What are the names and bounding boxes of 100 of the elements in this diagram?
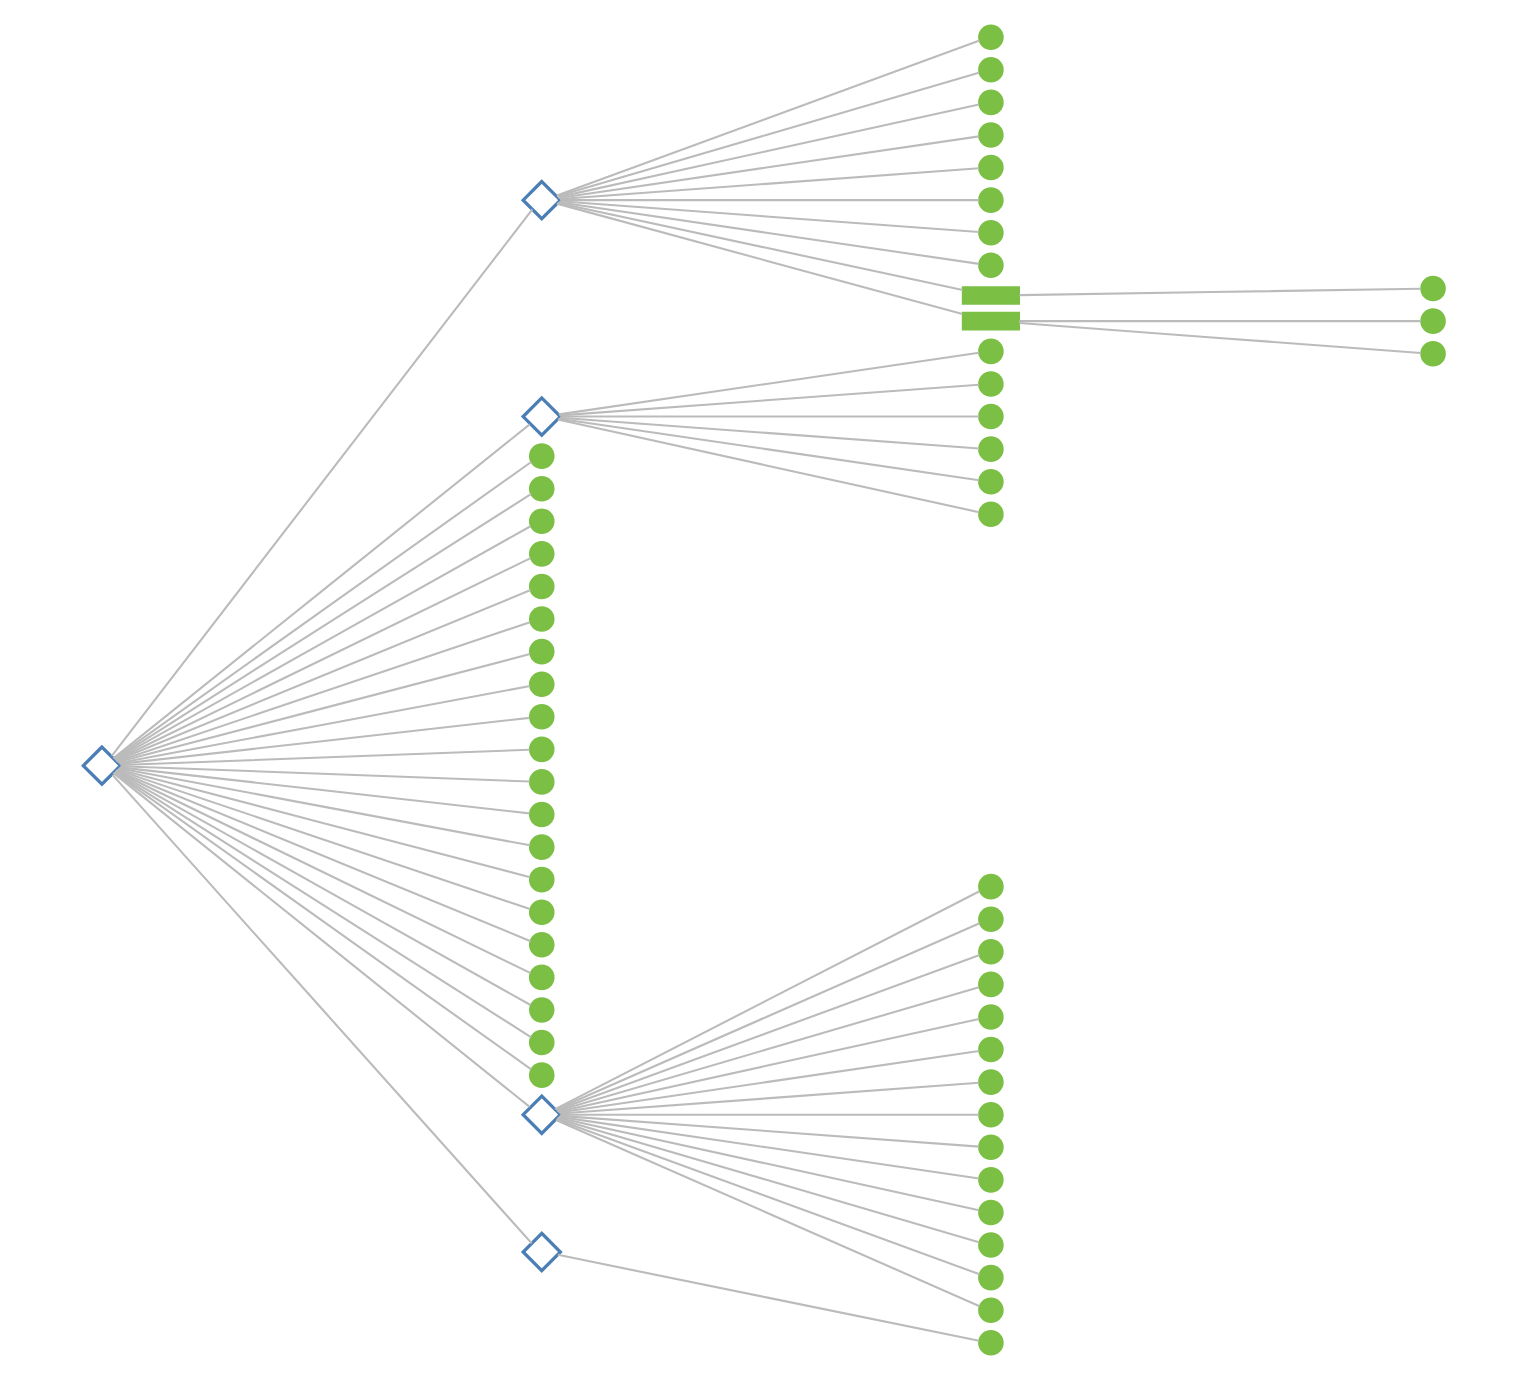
connector [555, 986, 979, 1112]
connector [110, 208, 533, 757]
connector [118, 716, 529, 765]
connector [115, 621, 530, 763]
node-circle [1419, 308, 1445, 334]
node-circle [527, 997, 554, 1023]
connector [555, 202, 962, 316]
node-circle [527, 1062, 554, 1088]
node-circle [977, 252, 1003, 279]
node-circle [1419, 275, 1445, 302]
connector [557, 1049, 979, 1114]
node-circle [977, 971, 1003, 998]
node-bar [960, 311, 1019, 331]
connector [119, 765, 529, 783]
connector [557, 417, 979, 482]
node-circle [527, 801, 554, 828]
connector [555, 1117, 979, 1244]
connector [556, 1018, 979, 1113]
connector [559, 1113, 979, 1116]
connector [1018, 320, 1420, 323]
connector [554, 922, 979, 1111]
node-circle [527, 443, 554, 469]
connector [555, 954, 979, 1111]
node-circle [977, 1329, 1003, 1356]
connector [116, 653, 530, 764]
node-circle [977, 906, 1003, 933]
node-circle [977, 436, 1003, 462]
connector [557, 201, 979, 265]
node-circle [977, 939, 1003, 965]
node-diamond [80, 744, 122, 787]
connector [559, 415, 979, 418]
node-circle [977, 187, 1003, 213]
node-circle [527, 899, 554, 926]
node-circle [527, 606, 554, 632]
node-circle [977, 1134, 1003, 1161]
node-circle [977, 403, 1003, 430]
node-circle [977, 1069, 1003, 1095]
connector [114, 589, 530, 762]
node-circle [977, 89, 1003, 116]
node-circle [977, 468, 1003, 495]
node-circle [977, 371, 1003, 397]
node-circle [527, 736, 554, 763]
connector [559, 199, 979, 202]
connector [556, 202, 962, 291]
node-circle [977, 1101, 1003, 1128]
node-diamond [519, 395, 562, 438]
connector [558, 1081, 979, 1115]
connector [117, 684, 530, 764]
connector [116, 768, 530, 879]
node-circle [527, 834, 554, 860]
node-circle [527, 638, 554, 665]
node-circle [527, 769, 554, 795]
node-circle [977, 24, 1003, 51]
node-circle [977, 501, 1003, 528]
connector [557, 351, 979, 416]
node-circle [527, 964, 554, 991]
node-circle [977, 1036, 1003, 1063]
connector [110, 774, 532, 1245]
connector [555, 1118, 979, 1276]
node-circle [977, 219, 1003, 246]
node-circle [527, 703, 554, 730]
connector [558, 200, 979, 234]
node-circle [977, 338, 1003, 365]
node-circle [977, 1297, 1003, 1323]
node-circle [977, 1232, 1003, 1258]
node-circle [527, 508, 554, 535]
node-circle [977, 873, 1003, 900]
connector [553, 890, 979, 1110]
node-circle [1419, 340, 1445, 367]
connector [558, 1114, 979, 1148]
node-circle [977, 154, 1003, 181]
connector [556, 103, 979, 199]
connector [555, 39, 979, 197]
connector [555, 71, 979, 198]
connector [117, 767, 530, 847]
connector [115, 768, 530, 911]
connector [558, 383, 979, 417]
node-circle [527, 475, 554, 502]
node-diamond [519, 179, 562, 222]
connector [119, 748, 529, 767]
connector [556, 418, 979, 514]
connector [1018, 287, 1420, 297]
connector [558, 416, 979, 450]
connector [556, 1253, 979, 1342]
connector [558, 167, 979, 200]
node-circle [977, 122, 1003, 148]
node-circle [527, 573, 554, 600]
connector [557, 135, 979, 199]
connector [1018, 322, 1420, 355]
node-circle [977, 1264, 1003, 1291]
node-circle [527, 932, 554, 958]
node-circle [977, 1199, 1003, 1226]
node-diamond [519, 1093, 562, 1136]
node-diamond [519, 1231, 562, 1273]
node-circle [977, 57, 1003, 83]
node-circle [527, 1029, 554, 1056]
node-circle [527, 671, 554, 697]
node-circle [527, 541, 554, 567]
connector [114, 769, 530, 943]
node-circle [977, 1004, 1003, 1030]
